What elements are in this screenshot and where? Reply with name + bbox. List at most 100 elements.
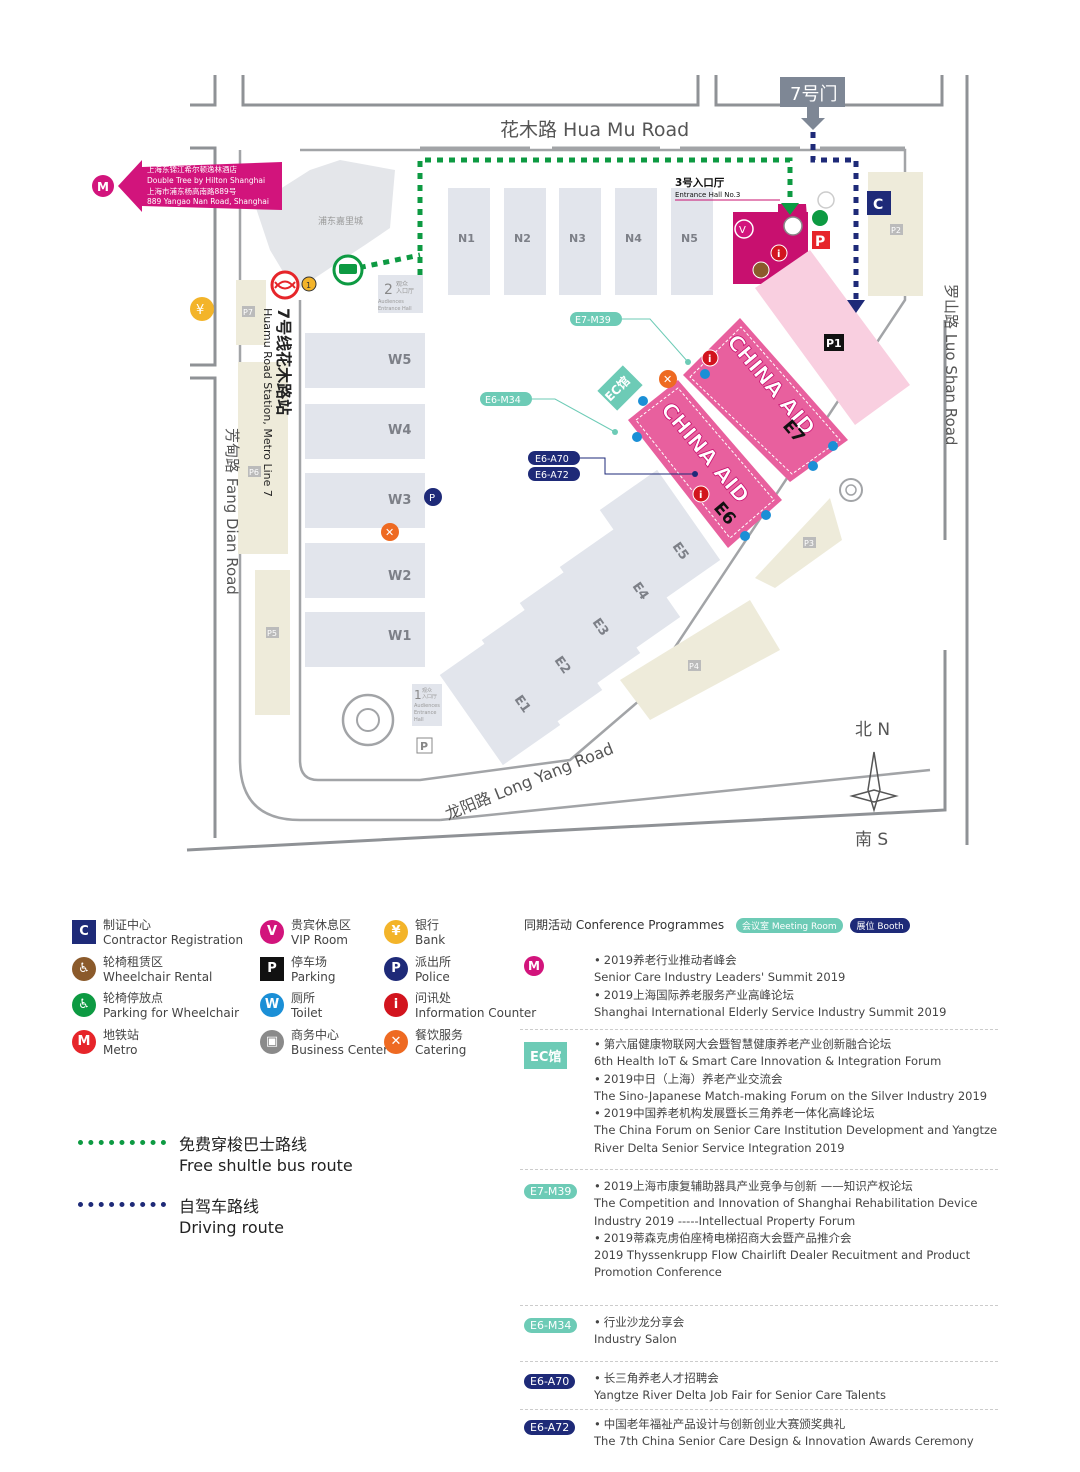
- svg-text:V: V: [739, 225, 746, 236]
- svg-text:2: 2: [384, 282, 393, 298]
- row-separator: [520, 1029, 998, 1030]
- programme-zh: 2019上海市康复辅助器具产业竞争与创新 ——知识产权论坛: [594, 1179, 913, 1193]
- bank-icon: ¥: [384, 920, 408, 944]
- programmes-title: 同期活动 Conference Programmes: [524, 918, 725, 932]
- metro-station-en: Huamu Road Station, Metro Line 7: [261, 308, 274, 497]
- svg-text:Double Tree by Hilton Shanghai: Double Tree by Hilton Shanghai: [147, 176, 265, 185]
- driving-route-en: Driving route: [179, 1218, 284, 1237]
- programme-list: 行业沙龙分享会 Industry Salon: [594, 1314, 1004, 1349]
- west-hall-labels: W5 W4 W3 W2 W1: [388, 353, 411, 644]
- programme-en: Senior Care Industry Leaders' Summit 201…: [594, 970, 846, 985]
- programme-en: 6th Health IoT & Smart Care Innovation &…: [594, 1054, 942, 1069]
- svg-text:N5: N5: [681, 232, 698, 245]
- programme-en: The Sino-Japanese Match-making Forum on …: [594, 1088, 988, 1103]
- legend-zh: 商务中心: [291, 1027, 340, 1042]
- parking-icon: P: [260, 956, 284, 981]
- legend-zh: 问讯处: [415, 991, 452, 1005]
- gate-7: 7号门: [780, 77, 845, 130]
- svg-text:Audiences: Audiences: [414, 703, 440, 709]
- svg-text:N1: N1: [458, 232, 475, 245]
- toilet-icon: [828, 441, 838, 451]
- driving-route: [810, 120, 859, 305]
- ec-hall: EC馆: [597, 365, 643, 411]
- toilet-icon: [761, 510, 771, 520]
- parking-lot-labels: P7 P6 P5 P2 P3 P4: [242, 224, 903, 671]
- programme-item: 2019上海国际养老服务产业高峰论坛 Shanghai International…: [594, 987, 1004, 1022]
- programme-zh: 2019蒂森克虏伯座椅电梯招商大会暨产品推介会: [594, 1231, 852, 1245]
- legend-zh: 厕所: [291, 991, 316, 1005]
- svg-text:P: P: [420, 740, 428, 753]
- svg-text:E6-A70: E6-A70: [535, 454, 569, 465]
- mall-label: 浦东嘉里城: [318, 215, 363, 227]
- registration-icon: [867, 191, 891, 215]
- legend-en: VIP Room: [291, 933, 348, 947]
- entrance-hall-2: [378, 275, 423, 313]
- outer-roads: [186, 75, 969, 852]
- legend-en: Toilet: [291, 1006, 323, 1020]
- roundabout-east: [839, 478, 863, 502]
- entrance-hall-3-zh: 3号入口厅: [675, 177, 725, 189]
- info-icon: [770, 244, 788, 262]
- hall-p1-label: P1: [826, 337, 842, 350]
- roundabout-west: [341, 693, 395, 747]
- legend-zh: 轮椅租赁区: [103, 954, 164, 969]
- programme-row: E6-M34 行业沙龙分享会 Industry Salon: [520, 1314, 998, 1362]
- svg-text:C: C: [873, 197, 883, 213]
- programme-zh: 中国老年福祉产品设计与创新创业大赛颁奖典礼: [594, 1417, 845, 1431]
- programme-zh: 2019中日（上海）养老产业交流会: [594, 1072, 783, 1086]
- svg-text:¥: ¥: [196, 303, 204, 318]
- programme-badge: E7-M39: [524, 1184, 578, 1199]
- svg-text:P: P: [815, 234, 825, 250]
- svg-text:1: 1: [306, 281, 311, 290]
- toilet-icon: W: [260, 993, 284, 1017]
- east-halls: [439, 469, 721, 766]
- legend-en: Wheelchair Rental: [103, 969, 213, 984]
- business-center-icon: ▣: [260, 1029, 284, 1054]
- toilet-icon: [808, 461, 818, 471]
- legend-en: Metro: [103, 1042, 138, 1057]
- svg-text:N3: N3: [569, 232, 586, 245]
- exit-1-icon: [301, 276, 317, 292]
- programme-row: EC馆第六届健康物联网大会暨智慧健康养老产业创新融合论坛6th Health I…: [520, 1036, 998, 1170]
- legend-zh: 停车场: [291, 954, 328, 969]
- svg-text:1: 1: [414, 688, 422, 702]
- programme-zh: 行业沙龙分享会: [594, 1315, 684, 1329]
- wheelchair-rental-icon: ♿: [72, 956, 96, 981]
- info-icon: [701, 349, 719, 367]
- svg-text:观众: 观众: [396, 281, 408, 288]
- programme-en: Shanghai International Elderly Service I…: [594, 1004, 947, 1019]
- programme-badge: E6-A70: [524, 1374, 576, 1389]
- legend-zh: 餐饮服务: [415, 1027, 464, 1042]
- programme-row: E6-A70长三角养老人才招聘会Yangtze River Delta Job …: [520, 1370, 998, 1410]
- svg-text:W1: W1: [388, 629, 411, 644]
- legend-en: Bank: [415, 933, 446, 947]
- programme-badge: E6-M34: [524, 1318, 578, 1333]
- svg-text:E7-M39: E7-M39: [575, 315, 611, 326]
- svg-text:P7: P7: [243, 308, 253, 317]
- police-icon: P: [384, 956, 408, 981]
- svg-text:W4: W4: [388, 423, 411, 438]
- catering-icon: ✕: [384, 1029, 408, 1054]
- programmes-header: 同期活动 Conference Programmes 会议室 Meeting R…: [524, 916, 910, 933]
- programme-en: Industry Salon: [594, 1332, 677, 1347]
- entrance-circle: [817, 191, 835, 209]
- shuttle-route-zh: 免费穿梭巴士路线: [179, 1135, 308, 1154]
- callout-e6-m34: E6-M34: [480, 392, 618, 435]
- driving-route-swatch: [78, 1202, 166, 1207]
- programme-zh: 2019上海国际养老服务产业高峰论坛: [594, 988, 794, 1002]
- police-icon: [424, 488, 442, 506]
- svg-text:W5: W5: [388, 353, 411, 368]
- svg-text:E6-A72: E6-A72: [535, 470, 569, 481]
- vip-room-icon: [734, 219, 754, 239]
- compass: 北 N 南 S: [849, 720, 899, 850]
- bank-icon: [190, 297, 214, 321]
- svg-text:入口厅: 入口厅: [422, 694, 437, 700]
- svg-text:i: i: [708, 354, 711, 365]
